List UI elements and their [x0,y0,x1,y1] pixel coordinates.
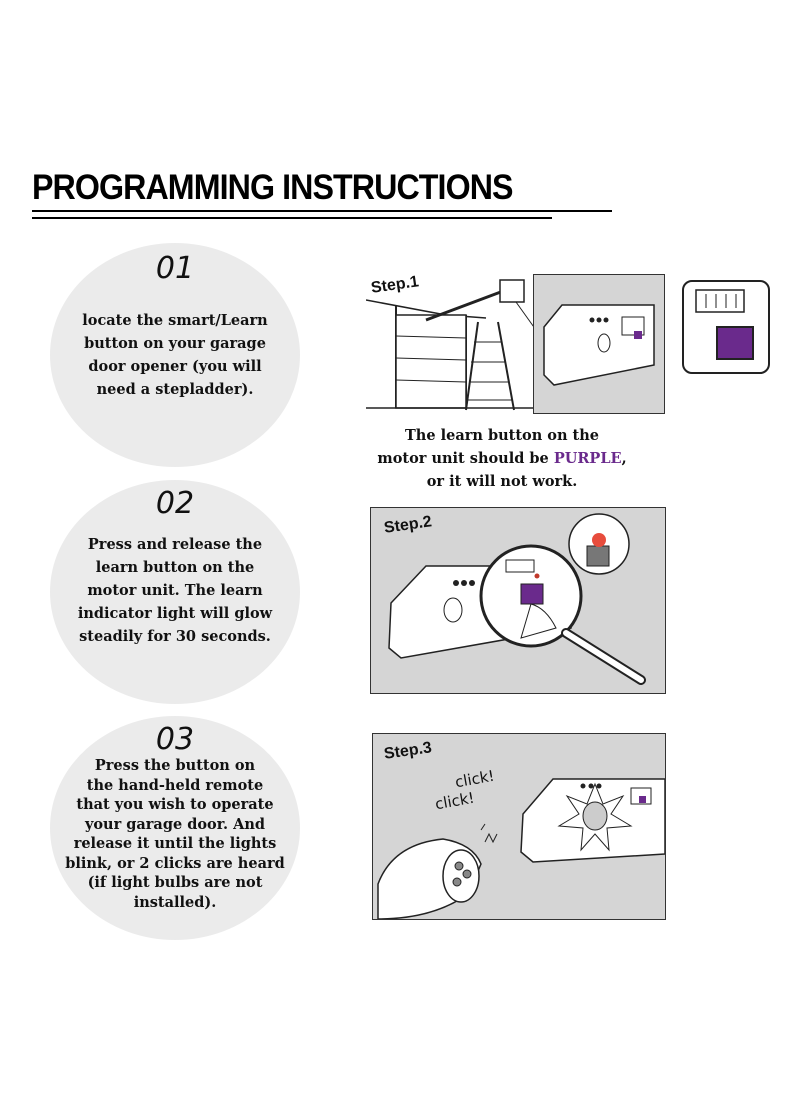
purple-learn-button-icon [695,289,754,360]
step-2-panel: Step.2 [370,507,666,694]
step-2-line: indicator light will glow [77,605,273,622]
remote-and-blinking-light-icon [377,778,665,919]
caption-text: , [621,450,627,467]
step-2-line: learn button on the [95,559,255,576]
title-underline-long [32,210,612,212]
step-1-line: need a stepladder). [96,381,254,398]
garage-scene-icon [365,279,537,411]
step-1-text: locate the smart/Learn button on your ga… [64,309,286,401]
learn-button-closeup [682,280,770,374]
step-2-text: Press and release the learn button on th… [64,533,286,648]
motor-unit-icon [543,304,655,386]
step-3-line: (if light bulbs are not [87,874,263,891]
page-title: PROGRAMMING INSTRUCTIONS [32,168,514,207]
step-1-zoom-panel [533,274,665,414]
caption-purple-word: PURPLE [553,450,622,467]
step-3-number: 03 [155,722,195,757]
purple-warning-caption: The learn button on the motor unit shoul… [372,424,632,493]
step-3-text: Press the button on the hand-held remote… [64,756,286,912]
step-1-number: 01 [155,251,195,286]
caption-line: The learn button on the [404,427,600,444]
step-3-line: Press the button on [94,757,256,774]
step-2-line: Press and release the [87,536,263,553]
step-3-line: release it until the lights [73,835,277,852]
step-2-line: steadily for 30 seconds. [79,628,271,645]
caption-text: motor unit should be [377,450,554,467]
step-3-line: your garage door. And [84,815,266,833]
step-3-line: the hand-held remote [86,776,264,794]
step-2-line: motor unit. The learn [87,582,263,599]
step-3-line: installed). [133,893,217,911]
step-2-circle: 02 Press and release the learn button on… [50,480,300,704]
caption-line: motor unit should be PURPLE, [372,447,632,470]
step-3-line: blink, or 2 clicks are heard [65,854,285,872]
step-3-panel: Step.3 click! click! [372,733,666,920]
step-2-number: 02 [155,486,195,521]
title-underline-short [32,217,552,219]
step-1-illustration: Step.1 [365,270,666,420]
step-3-circle: 03 Press the button on the hand-held rem… [50,716,300,940]
step-1-circle: 01 locate the smart/Learn button on your… [50,243,300,467]
step-3-line: that you wish to operate [76,796,274,813]
step-1-line: button on your garage [84,335,266,352]
caption-line: or it will not work. [426,473,578,490]
step-1-line: locate the smart/Learn [82,312,268,329]
step-1-line: door opener (you will [88,358,262,375]
press-learn-button-icon [388,513,646,685]
